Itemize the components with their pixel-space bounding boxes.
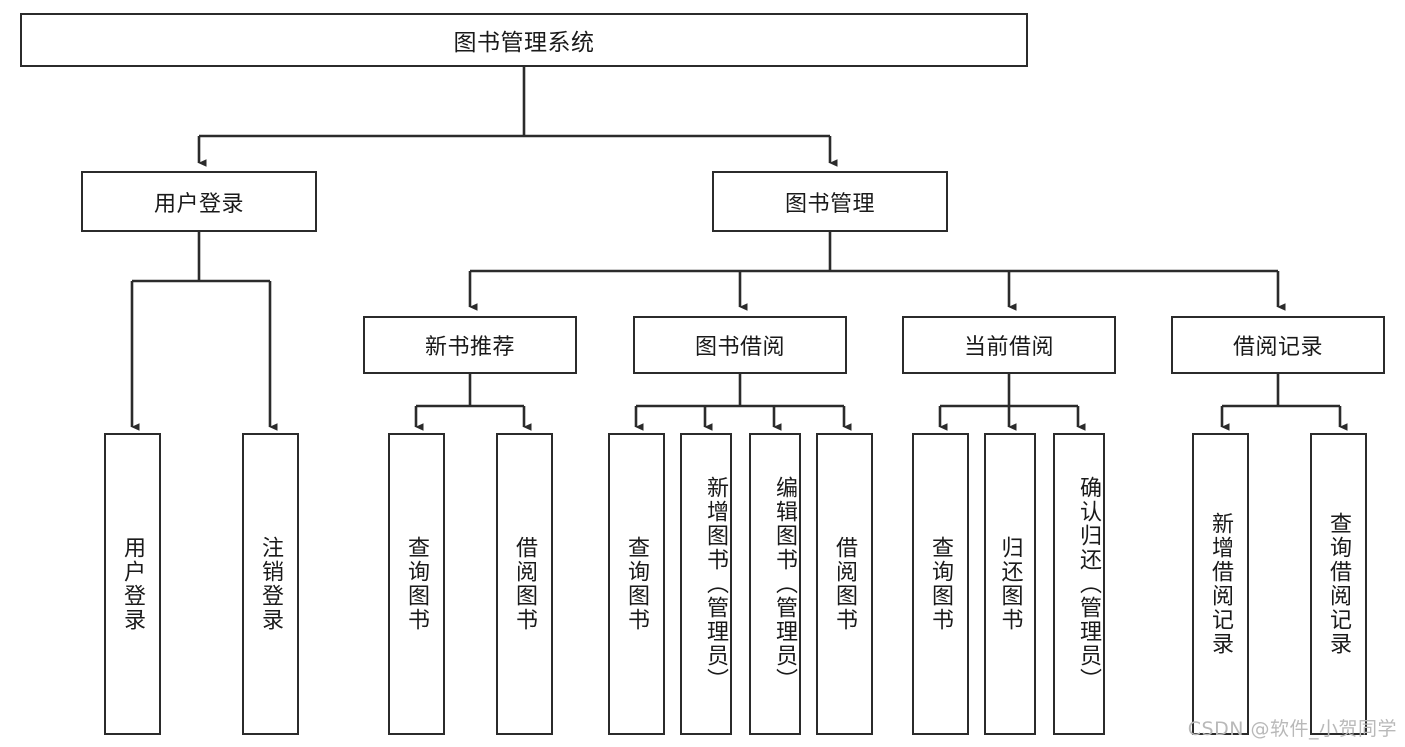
- node-borrow-record[interactable]: 借阅记录: [1171, 316, 1385, 374]
- node-label: 查询图书: [404, 536, 430, 632]
- node-user-login[interactable]: 用户登录: [81, 171, 317, 232]
- node-current-borrow[interactable]: 当前借阅: [902, 316, 1116, 374]
- node-label: 查询借阅记录: [1326, 512, 1352, 656]
- node-label: 借阅记录: [1232, 335, 1323, 360]
- leaf-confirm-return-admin[interactable]: 确认归还（管理员）: [1053, 433, 1105, 735]
- leaf-return-book[interactable]: 归还图书: [984, 433, 1036, 735]
- node-book-management[interactable]: 图书管理: [712, 171, 948, 232]
- node-label: 归还图书: [997, 536, 1023, 632]
- node-label: 借阅图书: [512, 536, 538, 632]
- node-label: 新增借阅记录: [1208, 512, 1234, 656]
- node-label: 新书推荐: [424, 335, 515, 360]
- watermark: CSDN @软件_小贺同学: [1187, 718, 1397, 740]
- node-label: 确认归还（管理员）: [1076, 476, 1101, 692]
- node-label: 图书借阅: [694, 335, 785, 360]
- leaf-add-book-admin[interactable]: 新增图书（管理员）: [680, 433, 732, 735]
- node-new-book-recommend[interactable]: 新书推荐: [363, 316, 577, 374]
- node-label: 用户登录: [153, 191, 244, 217]
- node-label: 当前借阅: [963, 335, 1054, 360]
- leaf-add-borrow-record[interactable]: 新增借阅记录: [1192, 433, 1249, 735]
- leaf-query-book-borrow[interactable]: 查询图书: [608, 433, 665, 735]
- node-root-system[interactable]: 图书管理系统: [20, 13, 1028, 67]
- node-book-borrow[interactable]: 图书借阅: [633, 316, 847, 374]
- node-label: 用户登录: [120, 536, 146, 632]
- node-label: 查询图书: [624, 536, 650, 632]
- node-label: 查询图书: [928, 536, 954, 632]
- node-label: 图书管理: [784, 191, 875, 217]
- leaf-query-borrow-record[interactable]: 查询借阅记录: [1310, 433, 1367, 735]
- leaf-query-book-current[interactable]: 查询图书: [912, 433, 969, 735]
- node-label: 借阅图书: [832, 536, 858, 632]
- leaf-query-book-recommend[interactable]: 查询图书: [388, 433, 445, 735]
- node-label: 注销登录: [258, 536, 284, 632]
- leaf-edit-book-admin[interactable]: 编辑图书（管理员）: [749, 433, 801, 735]
- node-label: 新增图书（管理员）: [703, 476, 728, 692]
- leaf-user-login[interactable]: 用户登录: [104, 433, 161, 735]
- leaf-logout[interactable]: 注销登录: [242, 433, 299, 735]
- leaf-borrow-book-recommend[interactable]: 借阅图书: [496, 433, 553, 735]
- node-label: 编辑图书（管理员）: [772, 476, 797, 692]
- node-label: 图书管理系统: [453, 30, 595, 56]
- leaf-borrow-book[interactable]: 借阅图书: [816, 433, 873, 735]
